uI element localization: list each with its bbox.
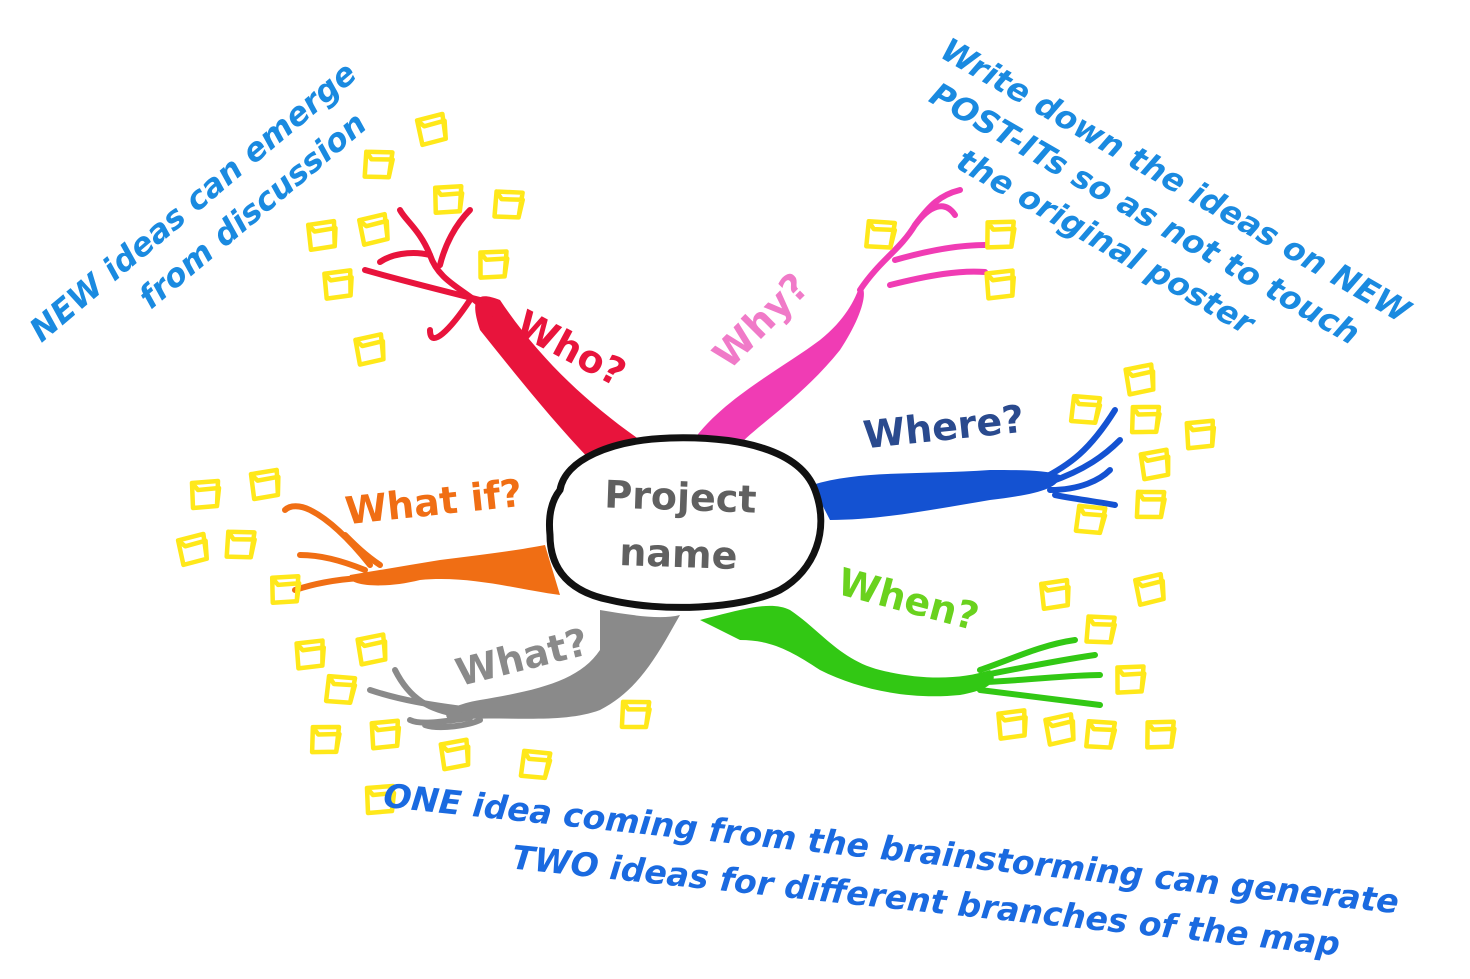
post-it-note-icon	[1038, 577, 1071, 612]
central-node-outline	[546, 434, 825, 611]
post-it-note-icon	[984, 268, 1016, 301]
post-it-note-icon	[369, 718, 402, 751]
branch-who-trunk	[475, 296, 640, 470]
post-it-note-icon	[414, 111, 448, 148]
post-it-note-icon	[309, 724, 342, 755]
post-it-note-icon	[1084, 614, 1117, 645]
branch-where	[812, 407, 1123, 520]
post-it-note-icon	[323, 673, 358, 705]
branch-whatif-trunk	[349, 545, 560, 595]
post-it-note-icon	[432, 183, 465, 216]
note-bottom: ONE idea coming from the brainstorming c…	[382, 776, 1401, 964]
post-it-note-icon	[248, 467, 281, 502]
post-it-note-icon	[518, 748, 553, 781]
post-it-note-icon	[1073, 503, 1108, 536]
post-it-note-icon	[355, 632, 388, 667]
post-it-note-icon	[438, 737, 471, 772]
post-it-note-icon	[362, 149, 395, 180]
note-top-left: NEW ideas can emerge from discussion	[22, 54, 374, 349]
center-line-1: Project	[604, 472, 758, 521]
branch-what-trunk	[446, 610, 680, 720]
label-where: Where?	[861, 397, 1026, 458]
post-it-note-icon	[1184, 418, 1217, 451]
post-it-note-icon	[1134, 489, 1167, 520]
post-it-note-icon	[478, 249, 510, 280]
label-when: When?	[833, 560, 983, 640]
post-it-note-icon	[1123, 362, 1156, 397]
branch-why-trunk	[690, 285, 864, 450]
post-it-note-icon	[1084, 719, 1118, 750]
post-it-note-icon	[1043, 712, 1076, 747]
post-it-note-icon	[269, 573, 302, 606]
post-it-note-icon	[492, 189, 525, 220]
post-it-note-icon	[1068, 393, 1103, 425]
branch-where-trunk	[812, 470, 1060, 520]
post-it-note-icon	[1145, 719, 1177, 750]
post-it-note-icon	[1115, 664, 1147, 695]
post-it-note-icon	[1133, 571, 1166, 607]
note-top-left-line-1: NEW ideas can emerge	[22, 54, 364, 349]
central-node: Project name	[546, 434, 825, 611]
post-it-note-icon	[364, 783, 397, 816]
branch-why	[690, 187, 988, 450]
note-top-right: Write down the ideas on NEW POST-ITs so …	[923, 30, 1418, 353]
post-it-note-icon	[864, 219, 898, 250]
post-it-note-icon	[619, 699, 652, 730]
post-it-group	[175, 111, 1217, 816]
post-it-note-icon	[224, 529, 257, 560]
post-it-note-icon	[322, 268, 354, 301]
post-it-note-icon	[985, 219, 1017, 250]
post-it-note-icon	[175, 531, 209, 568]
post-it-note-icon	[1138, 447, 1171, 482]
note-top-right-line-2: POST-ITs so as not to touch	[923, 75, 1366, 353]
label-whatif: What if?	[343, 471, 524, 533]
branch-what	[367, 610, 680, 731]
post-it-note-icon	[189, 478, 222, 511]
post-it-note-icon	[353, 332, 386, 367]
center-line-2: name	[619, 530, 739, 578]
post-it-note-icon	[996, 708, 1028, 741]
post-it-note-icon	[357, 211, 390, 247]
branch-who	[362, 207, 640, 470]
post-it-note-icon	[294, 638, 326, 671]
branch-when-trunk	[700, 605, 994, 697]
post-it-note-icon	[1129, 404, 1162, 435]
post-it-note-icon	[305, 218, 338, 253]
branch-when	[700, 605, 1103, 708]
